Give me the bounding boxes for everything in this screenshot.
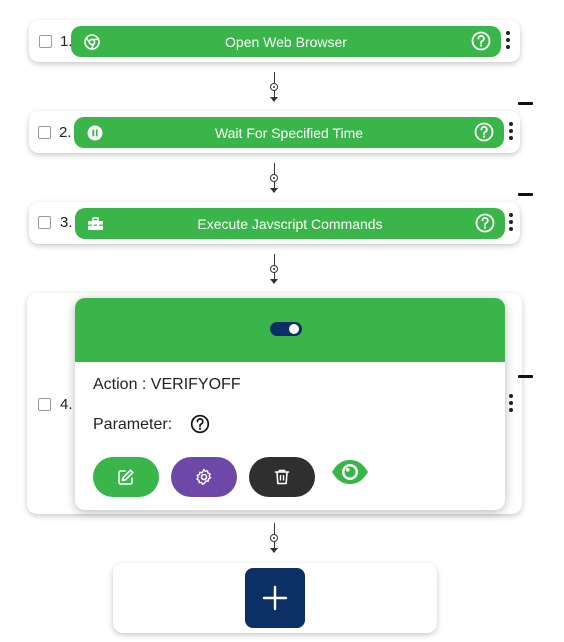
- help-icon[interactable]: [474, 122, 494, 142]
- step-4-header: [75, 298, 505, 362]
- gear-icon: [195, 468, 213, 486]
- step-3-number: 3.: [60, 214, 73, 231]
- trash-icon: [274, 468, 290, 486]
- help-icon[interactable]: [471, 31, 491, 51]
- step-2-label: Wait For Specified Time: [214, 124, 364, 141]
- chrome-icon: [83, 33, 100, 50]
- edit-button[interactable]: [93, 457, 159, 497]
- step-1-number: 1.: [60, 33, 73, 50]
- step-2-more-menu[interactable]: [508, 122, 514, 140]
- settings-button[interactable]: [171, 457, 237, 497]
- step-3-checkbox[interactable]: [38, 216, 51, 229]
- step-4-expanded-panel: Action : VERIFYOFF Parameter:: [75, 298, 505, 510]
- connector-arrow: [269, 523, 281, 555]
- step-4-parameter-label: Parameter:: [93, 416, 173, 433]
- connector-arrow: [269, 72, 281, 104]
- step-4-more-menu[interactable]: [508, 394, 514, 412]
- help-icon[interactable]: [475, 213, 495, 233]
- eye-icon[interactable]: [330, 458, 370, 486]
- step-1-action-pill[interactable]: Open Web Browser: [71, 26, 501, 57]
- step-2-checkbox[interactable]: [38, 126, 51, 139]
- step-4-checkbox[interactable]: [38, 398, 51, 411]
- step-3-label: Execute Javscript Commands: [197, 215, 383, 232]
- add-step-button[interactable]: [245, 568, 305, 628]
- parameter-help-icon[interactable]: [190, 414, 210, 434]
- step-1-label: Open Web Browser: [225, 33, 347, 50]
- collapse-dash[interactable]: [518, 375, 533, 378]
- edit-icon: [117, 468, 135, 486]
- pause-icon: [86, 124, 103, 141]
- plus-icon: [262, 585, 288, 611]
- delete-button[interactable]: [249, 457, 315, 497]
- step-2-action-pill[interactable]: Wait For Specified Time: [74, 117, 504, 148]
- step-1-checkbox[interactable]: [39, 35, 52, 48]
- step-3-more-menu[interactable]: [508, 213, 514, 231]
- step-1-more-menu[interactable]: [505, 31, 511, 49]
- connector-arrow: [269, 163, 281, 195]
- step-4-action-text: Action : VERIFYOFF: [93, 376, 241, 393]
- collapse-dash[interactable]: [518, 193, 533, 196]
- step-3-action-pill[interactable]: Execute Javscript Commands: [75, 208, 505, 239]
- collapse-dash[interactable]: [518, 102, 533, 105]
- toolbox-icon: [87, 215, 104, 232]
- step-4-enable-toggle[interactable]: [270, 322, 302, 336]
- step-2-number: 2.: [59, 124, 72, 141]
- connector-arrow: [269, 254, 281, 286]
- step-4-number: 4.: [60, 396, 73, 413]
